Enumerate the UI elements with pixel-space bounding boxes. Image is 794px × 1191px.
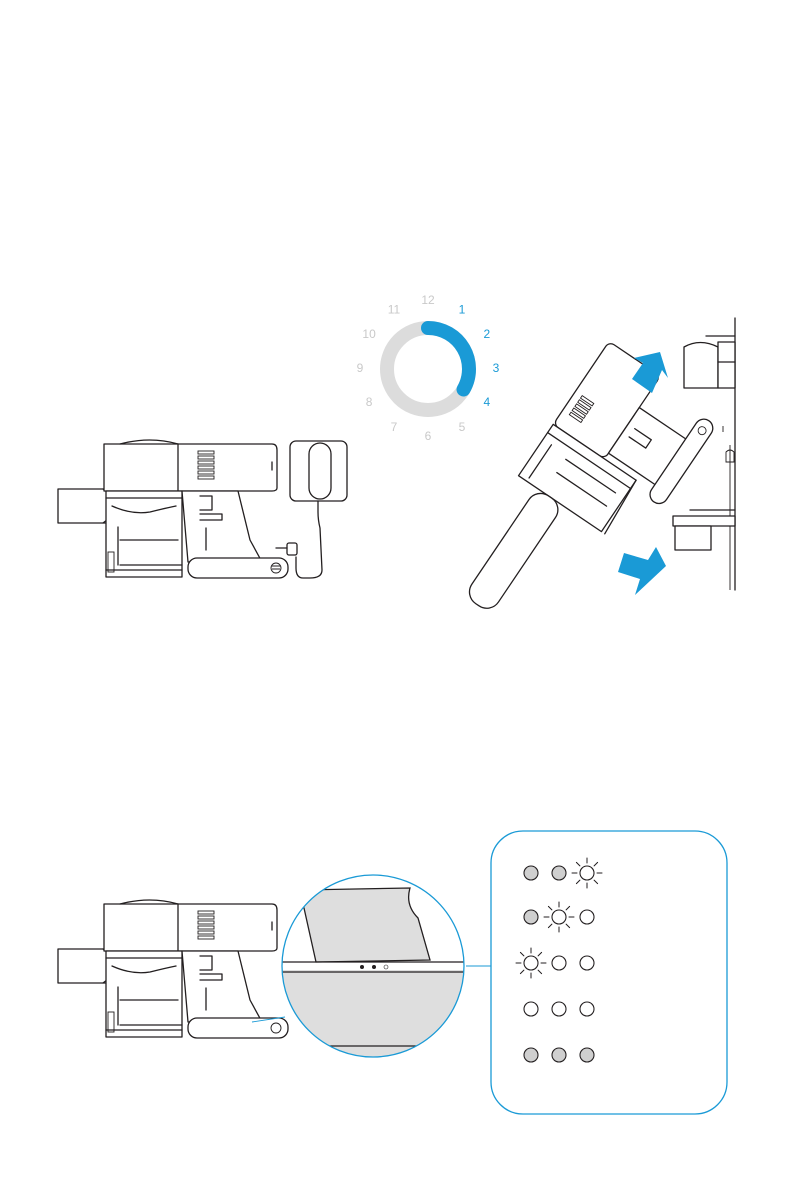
led-icon xyxy=(524,866,538,880)
led-icon xyxy=(552,1002,566,1016)
magnifier-lens xyxy=(270,870,480,1080)
led-icon xyxy=(552,1048,566,1062)
led-icon xyxy=(572,858,602,888)
led-icon xyxy=(544,902,574,932)
led-row-5 xyxy=(524,1048,594,1062)
led-icon xyxy=(552,956,566,970)
led-icon xyxy=(516,948,546,978)
led-icon xyxy=(580,1002,594,1016)
led-icon xyxy=(580,910,594,924)
led-icon xyxy=(524,910,538,924)
led-icon xyxy=(580,956,594,970)
led-icon xyxy=(552,866,566,880)
led-icon xyxy=(580,1048,594,1062)
vacuum-handheld-bottom xyxy=(58,900,288,1038)
led-row-4 xyxy=(524,1002,594,1016)
led-icon xyxy=(524,1048,538,1062)
led-icon xyxy=(524,1002,538,1016)
